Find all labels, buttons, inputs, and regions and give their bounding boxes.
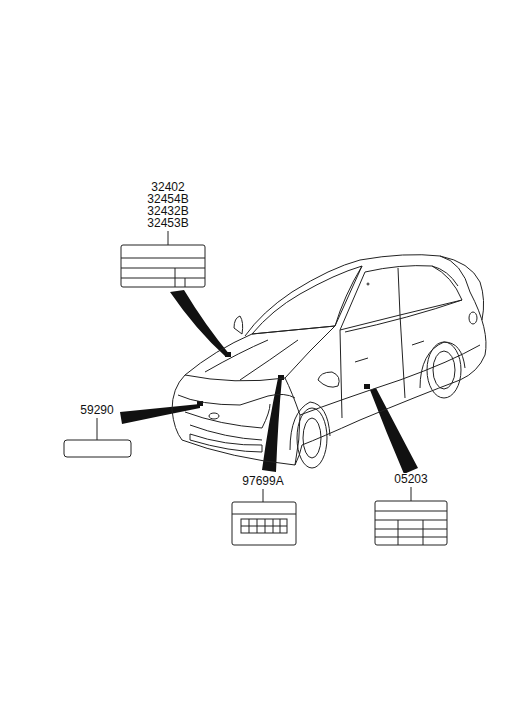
car-body	[172, 255, 486, 468]
callout-number: 05203	[393, 473, 428, 485]
callout-number: 97699A	[241, 475, 284, 487]
callout-number: 59290	[79, 404, 114, 416]
callout-number: 32453B	[146, 217, 189, 229]
pointer-wedge	[120, 290, 418, 474]
label-icon	[375, 501, 447, 545]
callout-number: 32432B	[146, 205, 189, 217]
leader-line	[263, 489, 264, 502]
label-icon	[121, 245, 205, 287]
callout-number: 32402	[150, 181, 185, 193]
leader-line	[411, 487, 412, 501]
label-icon	[64, 440, 131, 457]
label-location	[197, 352, 370, 406]
leader-line	[168, 231, 169, 245]
leader-line	[97, 418, 98, 440]
label-icon	[232, 502, 296, 545]
callout-number: 32454B	[146, 193, 189, 205]
